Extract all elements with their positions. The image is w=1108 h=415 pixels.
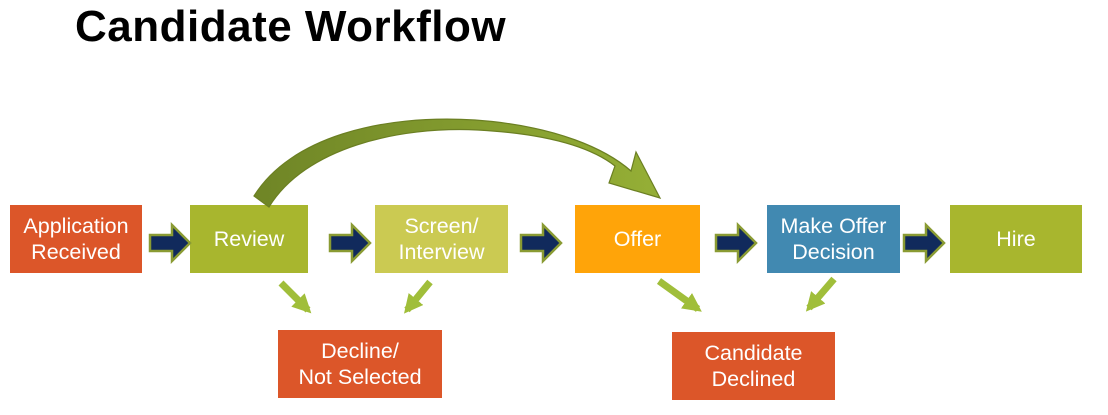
- flow-node-label: Candidate Declined: [704, 340, 803, 391]
- flow-node-review: Review: [190, 205, 308, 273]
- flow-node-application-received: Application Received: [10, 205, 142, 273]
- block-arrow-2: [328, 221, 372, 265]
- flow-node-label: Review: [213, 226, 285, 251]
- block-arrow-1: [148, 221, 192, 265]
- declined-arrow-from-offer: [656, 278, 702, 312]
- flow-node-label: Screen/ Interview: [398, 213, 485, 264]
- block-arrow-4: [714, 221, 758, 265]
- flow-node-label: Make Offer Decision: [780, 213, 887, 264]
- decline-arrow-from-screen-interview: [404, 279, 433, 314]
- flow-node-label: Application Received: [23, 213, 129, 264]
- flow-node-decline-not-selected: Decline/ Not Selected: [278, 330, 442, 398]
- flow-node-label: Offer: [613, 226, 662, 251]
- block-arrow-3: [519, 221, 563, 265]
- declined-arrow-from-make-offer-decision: [805, 276, 837, 312]
- page-title: Candidate Workflow: [75, 2, 507, 51]
- flow-node-hire: Hire: [950, 205, 1082, 273]
- flow-node-screen-interview: Screen/ Interview: [375, 205, 508, 273]
- skip-arrow-review-to-offer: [253, 118, 662, 208]
- block-arrow-5: [902, 221, 946, 265]
- flow-node-candidate-declined: Candidate Declined: [672, 332, 835, 400]
- flow-node-label: Hire: [996, 226, 1036, 251]
- flow-node-offer: Offer: [575, 205, 700, 273]
- flow-node-label: Decline/ Not Selected: [298, 338, 422, 389]
- decline-arrow-from-review: [278, 280, 312, 314]
- flow-node-make-offer-decision: Make Offer Decision: [767, 205, 900, 273]
